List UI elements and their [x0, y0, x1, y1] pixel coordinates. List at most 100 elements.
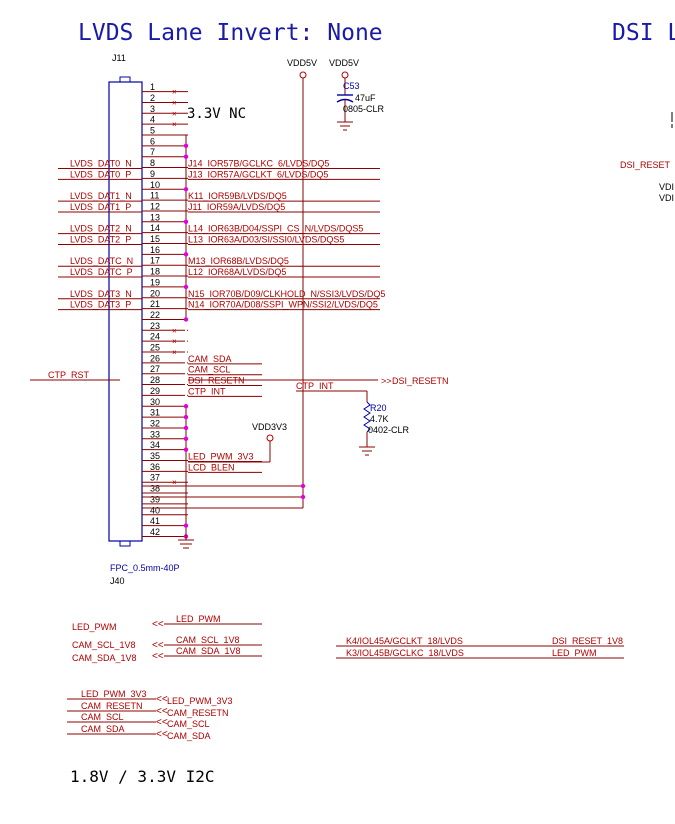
- pin-number: 33: [150, 429, 160, 439]
- port-right-label: CAM_SCL_1V8: [176, 635, 240, 645]
- i2c-title: 1.8V / 3.3V I2C: [70, 767, 215, 786]
- nc-mark: ×: [172, 348, 177, 357]
- ports-bottom-group: LED_PWM_3V3<<LED_PWM_3V3CAM_RESETN<<CAM_…: [67, 689, 233, 741]
- cap-package: 0805-CLR: [343, 104, 385, 114]
- r20-body: [363, 401, 371, 433]
- pin-number: 12: [150, 201, 160, 211]
- left-net-label: LVDS_DATC_P: [70, 267, 133, 277]
- junction-dot: [183, 143, 189, 149]
- port-right-label: LED_PWM_3V3: [167, 696, 233, 706]
- pin-number: 32: [150, 418, 160, 428]
- dsi-title: DSI L: [612, 20, 675, 46]
- junction-dot: [183, 425, 189, 431]
- connector-bottom-tab: [119, 540, 131, 547]
- nc-mark: ×: [172, 337, 177, 346]
- right-net-label: L13_IOR63A/D03/SI/SSI0/LVDS/DQS5: [188, 235, 344, 245]
- dsi-resetn-port-label: DSI_RESETN: [392, 376, 449, 386]
- pin-number: 8: [150, 158, 155, 168]
- pin-number: 2: [150, 93, 155, 103]
- pin-number: 14: [150, 223, 160, 233]
- vdd5v-symbol-b: [341, 71, 349, 79]
- pin-number: 31: [150, 408, 160, 418]
- junction-dot: [183, 404, 189, 409]
- ports-mid-group: LED_PWMCAM_SCL_1V8CAM_SDA_1V8<<LED_PWM<<…: [72, 614, 262, 663]
- port-arrow: <<: [156, 729, 168, 740]
- r20-value: 4.7K: [370, 414, 389, 424]
- connector-ref-bottom: J40: [110, 576, 125, 586]
- nc-mark: ×: [172, 120, 177, 129]
- right-net-label: DSI_RESETN: [188, 376, 245, 386]
- pin-number: 18: [150, 267, 160, 277]
- right-net-group: J14_IOR57B/GCLKC_6/LVDS/DQ5J13_IOR57A/GC…: [188, 159, 385, 473]
- pin-number: 1: [150, 82, 155, 92]
- left-net-label: LVDS_DAT1_P: [70, 202, 131, 212]
- pin-number: 30: [150, 397, 160, 407]
- pin-number: 36: [150, 462, 160, 472]
- right-net-label: N15_IOR70B/D09/CLKHOLD_N/SSI3/LVDS/DQ5: [188, 289, 385, 299]
- left-net-label: LVDS_DAT2_P: [70, 235, 131, 245]
- pin-number: 29: [150, 386, 160, 396]
- pin-number: 38: [150, 484, 160, 494]
- junction-dot: [183, 523, 189, 528]
- port-arrow: <<: [156, 694, 168, 705]
- lvds-title: LVDS Lane Invert: None: [78, 20, 383, 46]
- port-left-label: CAM_SDA_1V8: [72, 653, 137, 663]
- junction-dot: [183, 317, 189, 322]
- port-right-label: CAM_SCL: [167, 719, 210, 729]
- junction-dot: [183, 252, 189, 257]
- port-arrow: <<: [152, 619, 164, 630]
- connector-ref-top: J11: [112, 53, 126, 63]
- vdd5v-label-a: VDD5V: [287, 58, 317, 68]
- ground-bus: [178, 135, 194, 549]
- port-right-label: CAM_SDA: [167, 731, 211, 741]
- right-net-label: CAM_SCL: [188, 365, 231, 375]
- pin-number: 40: [150, 505, 160, 515]
- left-net-label: LVDS_DAT2_N: [70, 224, 132, 234]
- fpga-net-name-label: LED_PWM: [552, 648, 597, 658]
- port-right-label: CAM_RESETN: [167, 708, 229, 718]
- pin-number: 3: [150, 104, 155, 114]
- right-net-label: J13_IOR57A/GCLKT_6/LVDS/DQ5: [188, 169, 328, 179]
- junction-dot: [183, 154, 189, 159]
- r20-ref: R20: [370, 403, 387, 413]
- connector-body: [108, 81, 143, 542]
- pin-number: 15: [150, 234, 160, 244]
- pin-number: 13: [150, 212, 160, 222]
- pin-number: 35: [150, 451, 160, 461]
- pin-number: 25: [150, 343, 160, 353]
- port-arrow: <<: [156, 717, 168, 728]
- ctp-int-wire-label: CTP_INT: [296, 381, 334, 391]
- right-net-label: N14_IOR70A/D08/SSPI_WPN/SSI2/LVDS/DQ5: [188, 300, 378, 310]
- pin-number: 7: [150, 147, 155, 157]
- pin-number: 28: [150, 375, 160, 385]
- pin-number: 6: [150, 136, 155, 146]
- left-net-label: LVDS_DAT3_P: [70, 300, 131, 310]
- port-left-label: CAM_SCL_1V8: [72, 640, 136, 650]
- right-net-label: CAM_SDA: [188, 354, 232, 364]
- pin-number: 34: [150, 440, 160, 450]
- cap-value: 47uF: [355, 93, 376, 103]
- pin-number: 19: [150, 277, 160, 287]
- pin-number: 41: [150, 516, 160, 526]
- fpga-net-pin-label: K4/IOL45A/GCLKT_18/LVDS: [346, 636, 463, 646]
- junction-dot: [183, 436, 189, 441]
- vdd5v-symbol-a: [299, 71, 307, 79]
- junction-dot: [183, 284, 189, 290]
- port-left-label: LED_PWM_3V3: [81, 689, 147, 699]
- junction-dot: [183, 219, 189, 224]
- ctp-rst-label: CTP_RST: [48, 370, 90, 380]
- port-arrow: <<: [152, 651, 164, 662]
- right-net-label: J11_IOR59A/LVDS/DQ5: [188, 202, 285, 212]
- nc-mark: ×: [172, 478, 177, 487]
- fpga-net-pin-label: K3/IOL45B/GCLKC_18/LVDS: [346, 648, 464, 658]
- port-left-label: CAM_SDA: [81, 724, 125, 734]
- nc-mark: ×: [172, 326, 177, 335]
- nc-mark: ×: [172, 88, 177, 97]
- right-net-label: L12_IOR68A/LVDS/DQ5: [188, 267, 286, 277]
- pin-number: 5: [150, 126, 155, 136]
- pin-number: 20: [150, 288, 160, 298]
- pin-number: 16: [150, 245, 160, 255]
- pin-number: 21: [150, 299, 160, 309]
- pin-number: 9: [150, 169, 155, 179]
